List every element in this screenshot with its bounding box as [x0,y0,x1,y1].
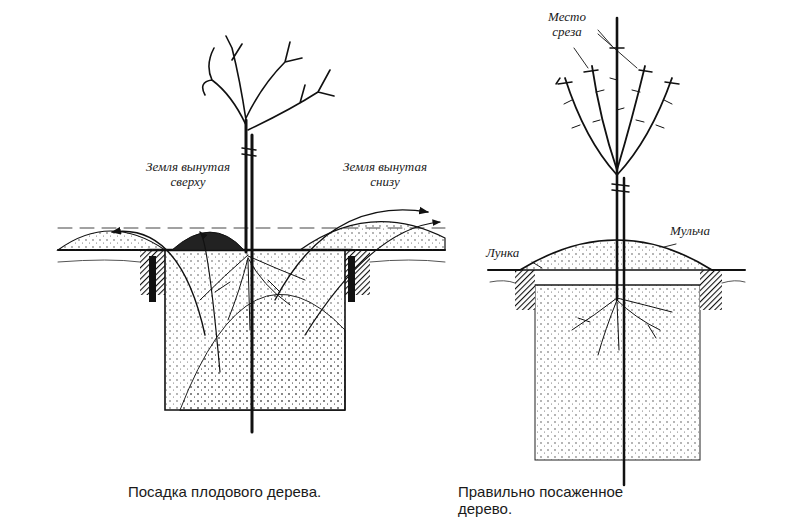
soil-label: Земля вынутая снизу [330,160,440,190]
hole-label: Лунка [486,246,536,261]
figure-caption: Посадка плодового дерева. [128,483,388,500]
soil-label: Земля вынутая сверху [138,160,238,190]
figure-caption: Правильно посаженное дерево. [458,483,638,518]
planted-tree-figure [488,18,745,485]
cut-label: Место среза [536,10,598,40]
mulch-label: Мульча [670,224,730,239]
planting-figure [58,36,445,432]
